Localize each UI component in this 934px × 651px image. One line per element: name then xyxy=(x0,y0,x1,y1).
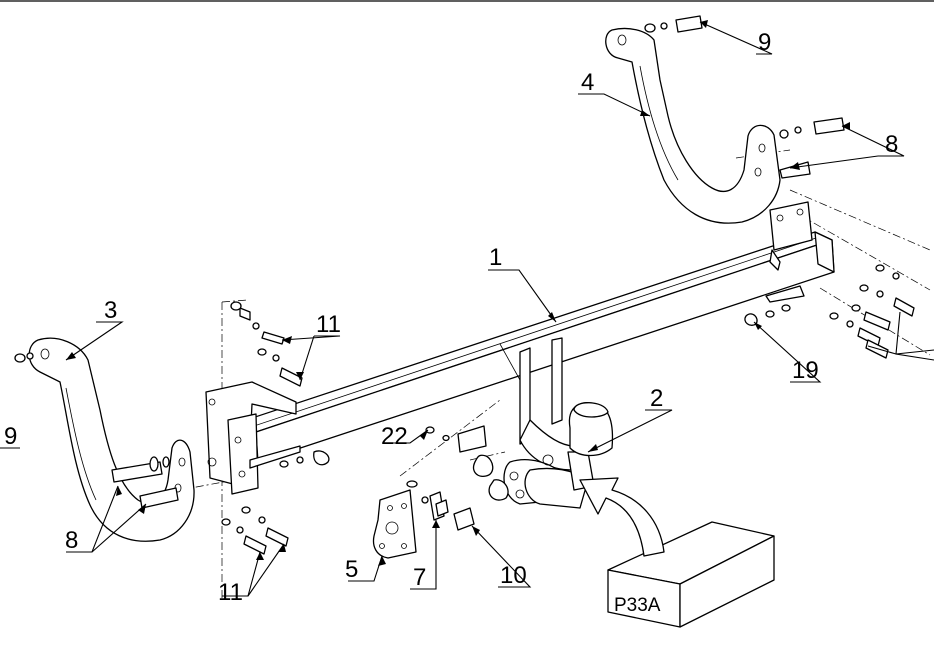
leader-lines xyxy=(0,21,934,597)
part-label-22: 22 xyxy=(381,423,408,450)
hardware-small xyxy=(406,426,475,531)
part-label-5: 5 xyxy=(345,556,358,583)
part-label-8-right: 8 xyxy=(885,131,898,158)
kit-box-label: P33A xyxy=(614,595,661,616)
hardware-left xyxy=(14,301,330,555)
part-label-9-right: 9 xyxy=(758,29,771,56)
part-label-19: 19 xyxy=(792,357,819,384)
leader-arrowheads xyxy=(66,20,850,566)
part-label-3: 3 xyxy=(104,297,117,324)
right-mounting-plate xyxy=(765,201,813,303)
socket-plate xyxy=(372,489,417,559)
tow-neck-plates xyxy=(519,337,575,471)
part-label-4: 4 xyxy=(581,69,594,96)
right-side-bracket xyxy=(605,27,781,224)
part-label-7: 7 xyxy=(413,564,426,591)
part-label-9-left: 9 xyxy=(4,423,17,450)
part-label-1: 1 xyxy=(489,244,502,271)
part-label-10: 10 xyxy=(500,562,527,589)
curved-arrow xyxy=(579,477,665,557)
part-label-11-bottom: 11 xyxy=(218,579,243,606)
left-side-bracket xyxy=(28,337,195,542)
part-label-8-left: 8 xyxy=(65,527,78,554)
tow-ball-assembly xyxy=(457,402,614,509)
part-label-2: 2 xyxy=(650,385,663,412)
left-mounting-plate xyxy=(205,381,301,495)
part-label-11-top: 11 xyxy=(316,311,341,338)
kit-box xyxy=(607,521,775,628)
